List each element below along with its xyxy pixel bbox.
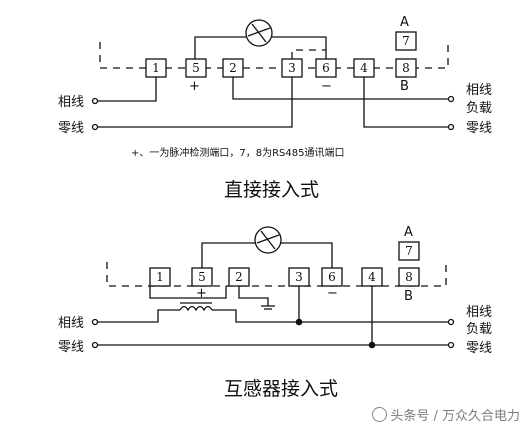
terminal-3-label: 3 — [295, 270, 303, 284]
ct-secondary-loop — [149, 286, 227, 299]
link-3-6 — [291, 49, 326, 59]
plus-sign: + — [196, 286, 207, 301]
minus-sign: − — [327, 286, 338, 301]
terminal-7 — [398, 241, 420, 261]
terminal-dot — [91, 341, 99, 349]
gauge-needle-2 — [251, 23, 267, 43]
terminal-5-label: 5 — [198, 270, 206, 284]
terminal-8 — [398, 267, 420, 287]
terminal-5-label: 5 — [192, 61, 200, 75]
label-b: B — [400, 79, 409, 94]
load-label: 负载 — [466, 322, 492, 337]
meter-outline — [99, 42, 449, 69]
wire-gauge-5 — [201, 242, 255, 268]
terminal-dot — [447, 95, 455, 103]
terminal-4-label: 4 — [368, 270, 376, 284]
load-label: 负载 — [466, 101, 492, 116]
wire-phase-out — [232, 77, 448, 100]
phase-out-label: 相线 — [466, 305, 492, 320]
port-note: +、一为脉冲检测端口，7，8为RS485通讯端口 — [131, 146, 345, 159]
terminal-2-label: 2 — [235, 270, 243, 284]
terminal-dot — [447, 318, 455, 326]
terminal-8-label: 8 — [405, 270, 413, 284]
wire-neutral-out — [363, 77, 448, 128]
terminal-3-label: 3 — [288, 61, 296, 75]
terminal-4-label: 4 — [360, 61, 368, 75]
terminal-dot — [91, 318, 99, 326]
terminal-1 — [149, 267, 171, 287]
terminal-6 — [315, 58, 337, 78]
wire-neutral-in — [98, 77, 293, 128]
diagram-ct: 1 5 2 3 6 4 8 7 A B + − 相线 零线 相线 负载 — [58, 225, 492, 400]
wire-phase-in — [98, 77, 157, 102]
watermark: 头条号 / 万众久合电力 — [372, 405, 520, 424]
terminal-dot — [447, 341, 455, 349]
wire-gauge-6 — [272, 36, 327, 59]
junction-dot — [368, 341, 376, 349]
wire-phase-in — [98, 309, 180, 323]
diagram-direct: 1 5 2 3 6 4 8 7 A B + − 相线 零线 相线 负载 零线 +… — [58, 15, 492, 201]
wire-phase-out — [212, 309, 448, 323]
neutral-out-label: 零线 — [466, 341, 492, 356]
terminal-2-label: 2 — [229, 61, 237, 75]
wire-gauge-6 — [281, 242, 333, 268]
terminal-5 — [191, 267, 213, 287]
wire-ground — [238, 286, 269, 306]
terminal-8 — [395, 58, 417, 78]
terminal-1-label: 1 — [156, 270, 164, 284]
terminal-7-label: 7 — [405, 244, 413, 258]
terminal-dot — [91, 123, 99, 131]
diagram-title-ct: 互感器接入式 — [224, 378, 338, 400]
terminal-7-label: 7 — [402, 34, 410, 48]
terminal-6 — [321, 267, 343, 287]
terminal-dot — [447, 123, 455, 131]
plus-sign: + — [189, 79, 200, 94]
pulse-gauge-icon — [254, 226, 282, 254]
watermark-logo-icon — [372, 407, 388, 422]
pulse-gauge-icon — [245, 19, 273, 47]
neutral-in-label: 零线 — [58, 121, 84, 136]
terminal-5 — [185, 58, 207, 78]
terminal-dot — [91, 97, 99, 105]
ct-coil-icon — [179, 305, 213, 312]
terminal-8-label: 8 — [402, 61, 410, 75]
watermark-text: 头条号 / 万众久合电力 — [390, 409, 520, 424]
label-a: A — [404, 225, 413, 240]
terminal-7 — [395, 31, 417, 51]
phase-out-label: 相线 — [466, 83, 492, 98]
label-a: A — [400, 15, 409, 30]
junction-dot — [295, 318, 303, 326]
terminal-6-label: 6 — [328, 270, 336, 284]
phase-in-label: 相线 — [58, 316, 84, 331]
phase-in-label: 相线 — [58, 95, 84, 110]
terminal-1-label: 1 — [152, 61, 160, 75]
minus-sign: − — [321, 79, 332, 94]
gauge-needle-2 — [260, 230, 276, 250]
neutral-in-label: 零线 — [58, 340, 84, 355]
wire-gauge-5 — [194, 36, 246, 59]
terminal-6-label: 6 — [322, 61, 330, 75]
neutral-out-label: 零线 — [466, 121, 492, 136]
label-b: B — [404, 289, 413, 304]
diagram-title-direct: 直接接入式 — [224, 179, 319, 201]
